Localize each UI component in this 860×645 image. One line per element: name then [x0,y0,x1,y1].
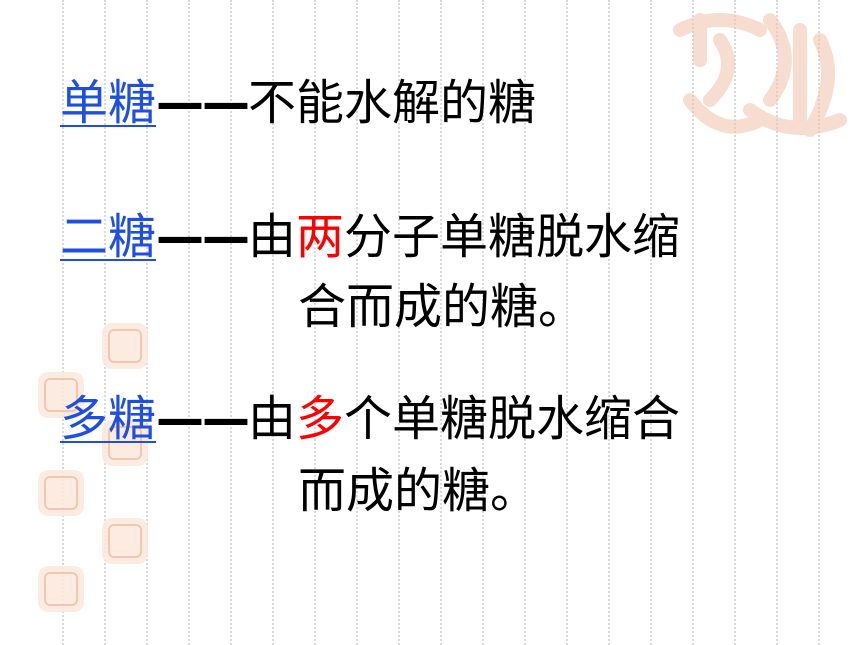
definition-disaccharide: 二糖——由两分子单糖脱水缩 [60,206,680,268]
definition-disaccharide-continuation: 合而成的糖。 [298,279,587,335]
highlight-text: 两 [296,209,345,265]
definition-text: 由 [248,209,297,265]
dash: —— [156,75,250,131]
dash: —— [156,209,250,265]
highlight-text: 多 [296,391,345,447]
seal-watermark-large [660,0,860,180]
seal-watermark-2 [38,372,84,418]
seal-watermark-4 [38,470,84,516]
definition-text: 由 [248,391,297,447]
term-link-monosaccharide[interactable]: 单糖 [60,75,157,131]
seal-watermark-5 [102,518,148,564]
dash: —— [156,391,250,447]
definition-text-after: 分子单糖脱水缩 [344,209,681,265]
term-link-disaccharide[interactable]: 二糖 [60,209,157,265]
definition-polysaccharide-continuation: 而成的糖。 [298,463,539,519]
definition-text-after: 个单糖脱水缩合 [344,391,681,447]
seal-watermark-1 [102,323,148,369]
definition-text: 不能水解的糖 [248,75,537,131]
definition-monosaccharide: 单糖——不能水解的糖 [60,72,536,134]
definition-polysaccharide: 多糖——由多个单糖脱水缩合 [60,388,680,450]
seal-watermark-6 [38,566,84,612]
term-link-polysaccharide[interactable]: 多糖 [60,391,157,447]
seal-watermark-3 [102,420,148,466]
